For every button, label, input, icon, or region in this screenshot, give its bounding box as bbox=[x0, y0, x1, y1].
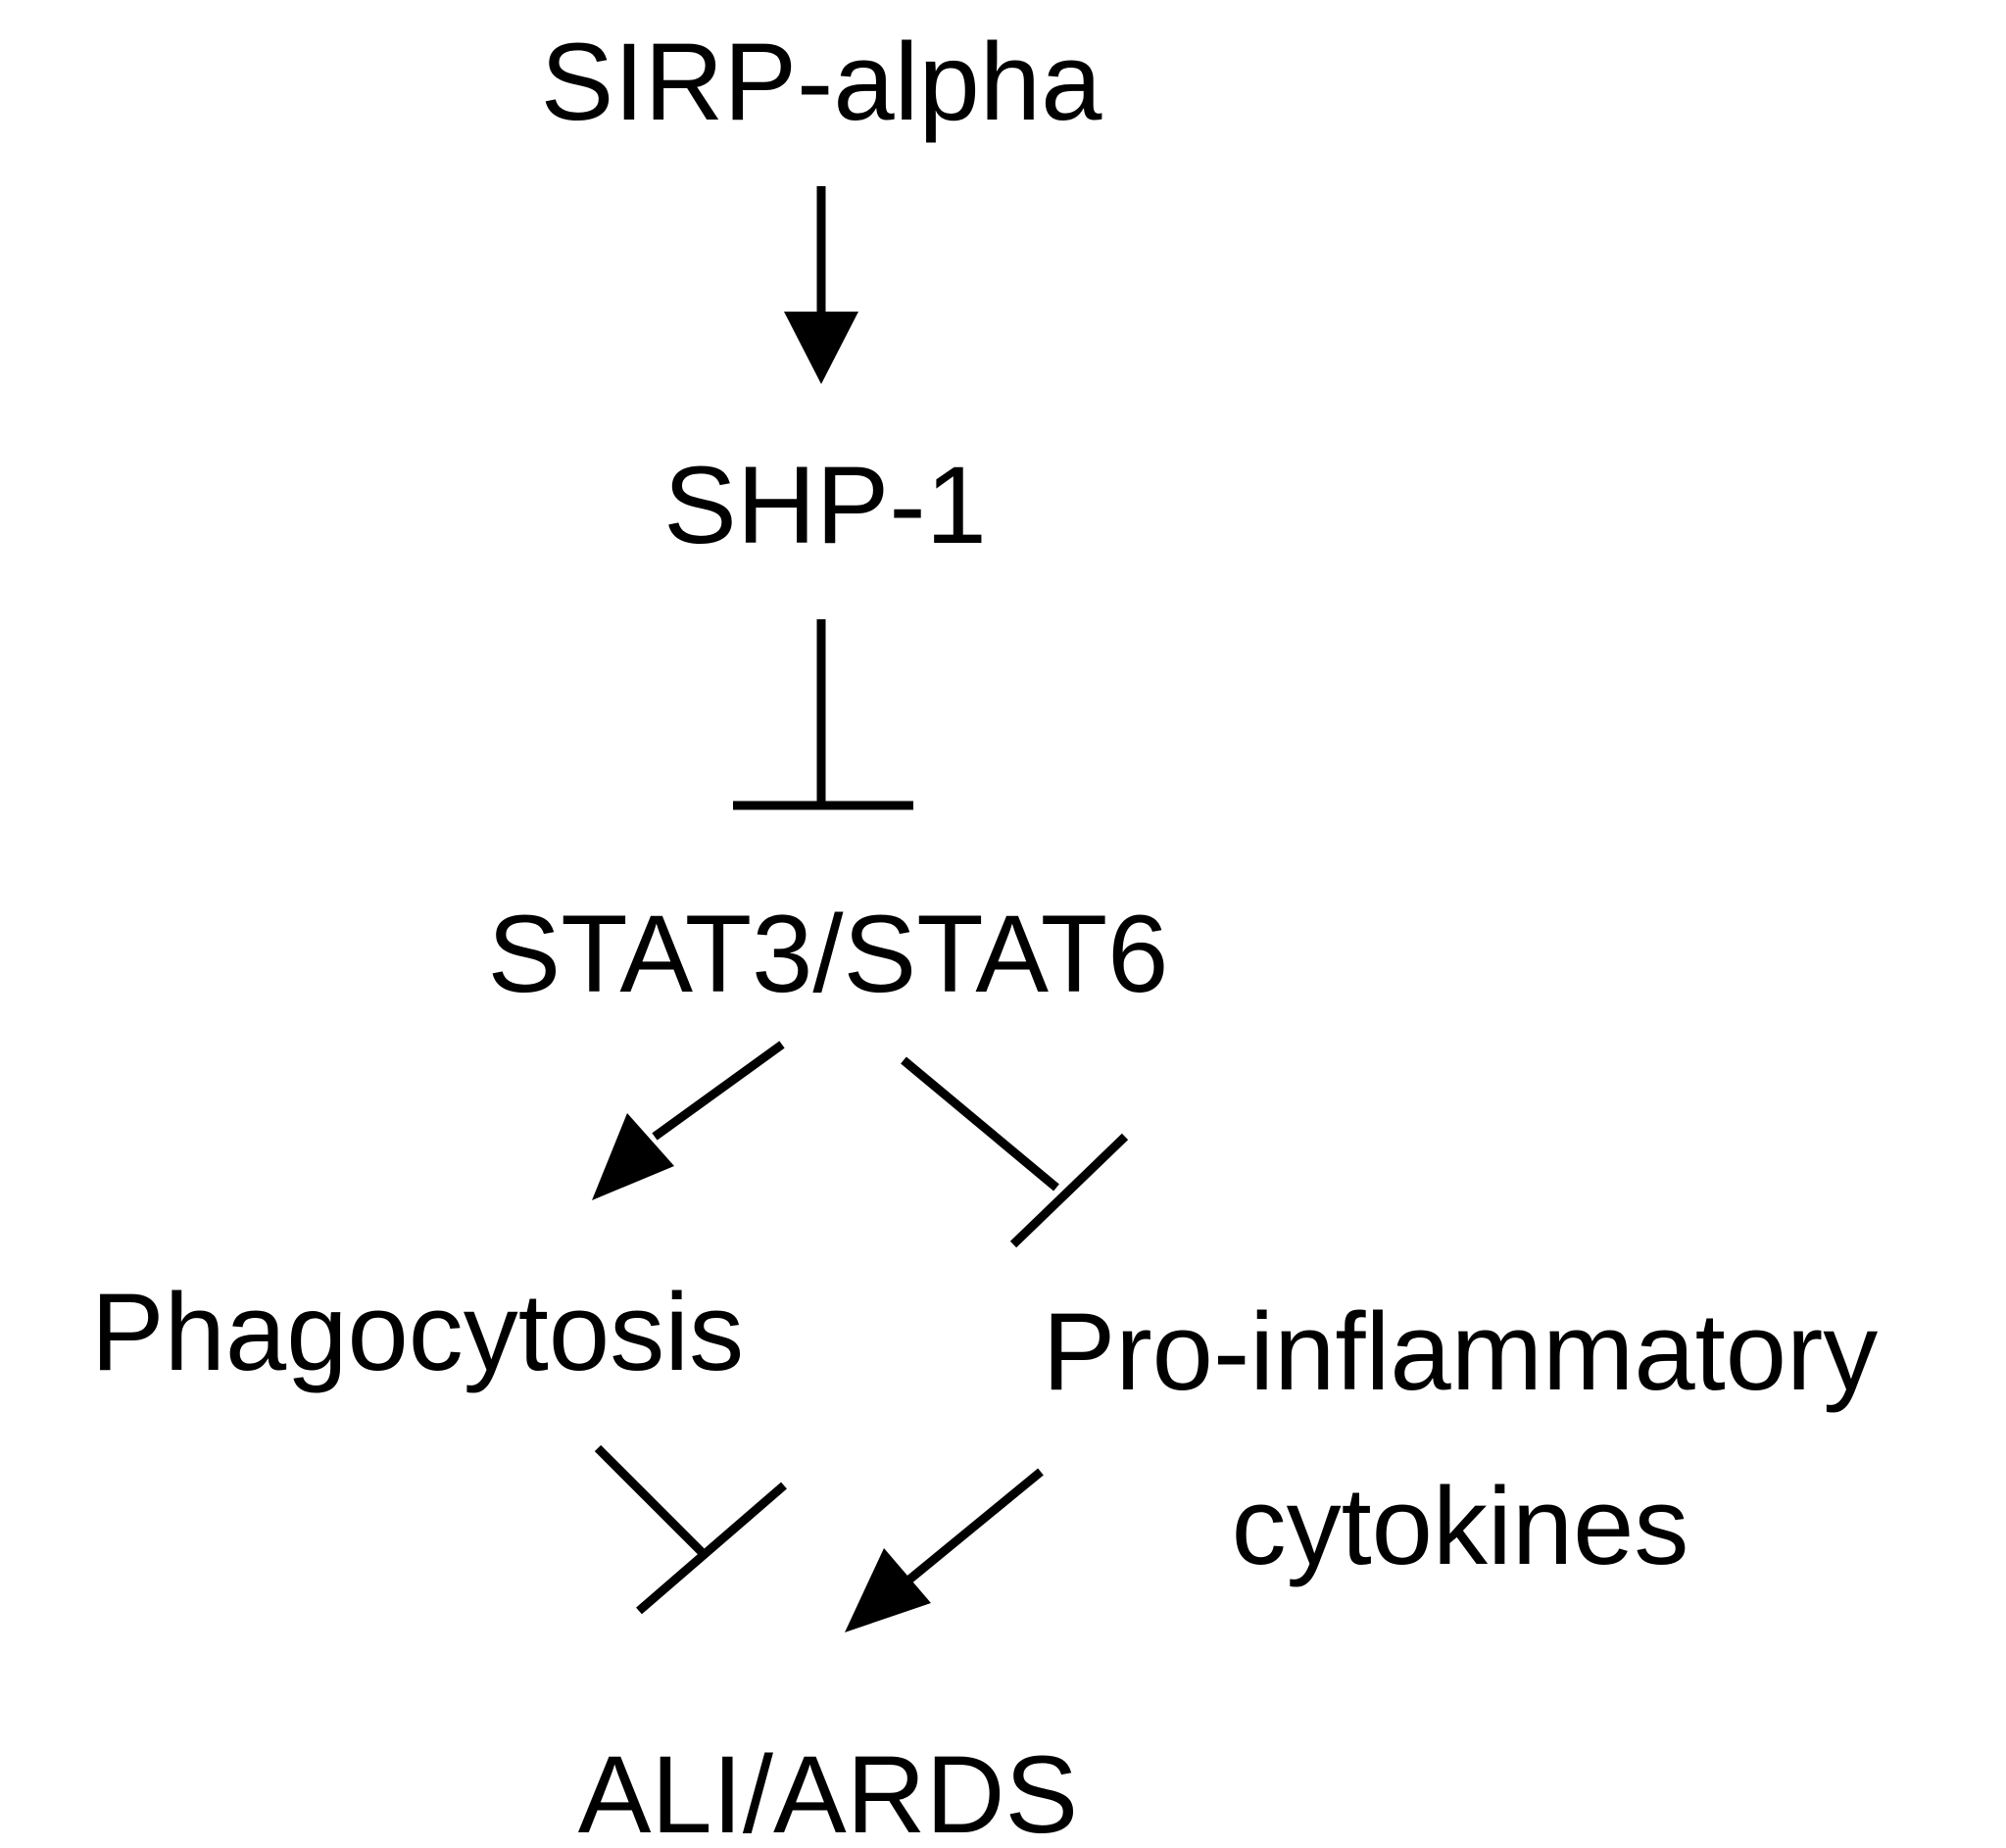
edge-shaft bbox=[652, 1041, 785, 1141]
edge-shp1-to-stat-inhibition bbox=[733, 619, 913, 810]
arrowhead bbox=[592, 1113, 674, 1200]
edge-shaft bbox=[594, 1444, 706, 1556]
edge-shaft bbox=[906, 1468, 1044, 1583]
edge-sirp-to-shp1-activation bbox=[784, 186, 858, 384]
node-phagocytosis: Phagocytosis bbox=[91, 1271, 744, 1393]
edge-stat-to-cytokines-inhibition bbox=[901, 1056, 1129, 1248]
node-shp1: SHP-1 bbox=[663, 444, 987, 566]
arrowhead bbox=[845, 1548, 931, 1632]
node-cytokines-line2: cytokines bbox=[1232, 1465, 1689, 1587]
edge-stat-to-phagocytosis-activation bbox=[592, 1041, 785, 1200]
node-ali-ards: ALI/ARDS bbox=[578, 1733, 1078, 1848]
node-sirp-alpha: SIRP-alpha bbox=[541, 21, 1102, 143]
edge-phagocytosis-to-ali-inhibition bbox=[594, 1444, 787, 1615]
arrowhead bbox=[784, 312, 858, 384]
inhibition-bar bbox=[1009, 1133, 1129, 1248]
edge-shaft bbox=[901, 1056, 1059, 1191]
inhibition-bar bbox=[636, 1482, 787, 1615]
node-stat3-stat6: STAT3/STAT6 bbox=[488, 893, 1169, 1015]
node-pro-inflammatory-line1: Pro-inflammatory bbox=[1043, 1290, 1879, 1413]
edge-cytokines-to-ali-activation bbox=[845, 1468, 1044, 1632]
